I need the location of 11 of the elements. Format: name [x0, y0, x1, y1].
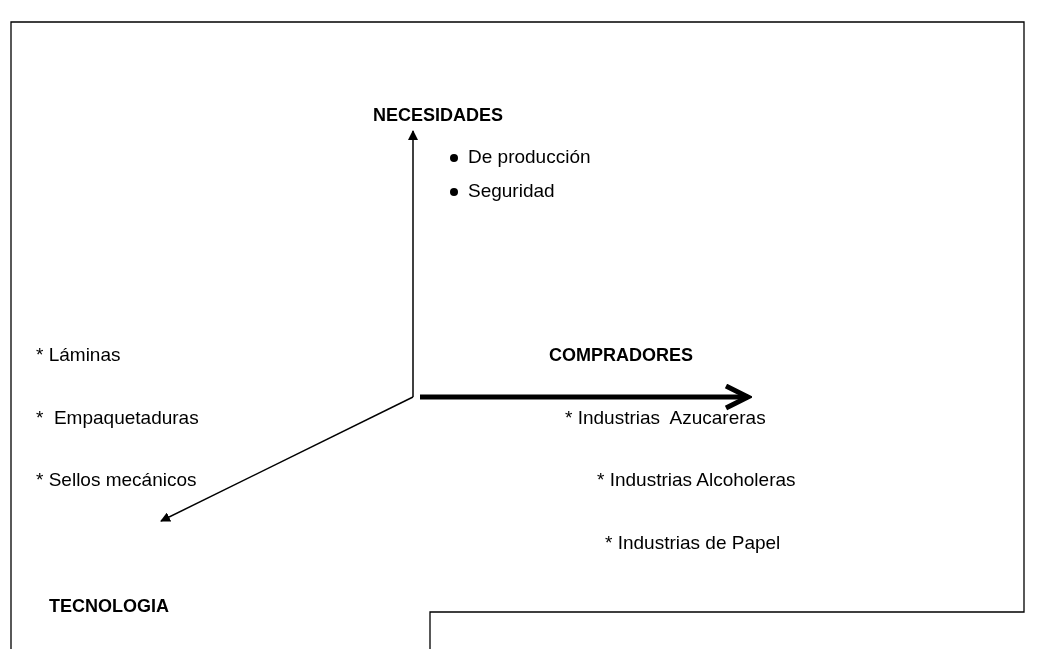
list-item: * Empaquetaduras	[36, 406, 199, 430]
axis-title: NECESIDADES	[373, 104, 504, 127]
list-item: * Sellos mecánicos	[36, 468, 197, 492]
list-item: * Industrias de Papel	[605, 531, 781, 555]
list-item: * Industrias Azucareras	[565, 406, 766, 430]
list-item: * Industrias Alcoholeras	[597, 468, 796, 492]
list-item: Seguridad	[468, 179, 555, 203]
axis-title: COMPRADORES	[549, 344, 693, 367]
list-item: De producción	[468, 145, 591, 169]
list-item: * Láminas	[36, 343, 121, 367]
axis-title: TECNOLOGIA	[49, 595, 169, 618]
